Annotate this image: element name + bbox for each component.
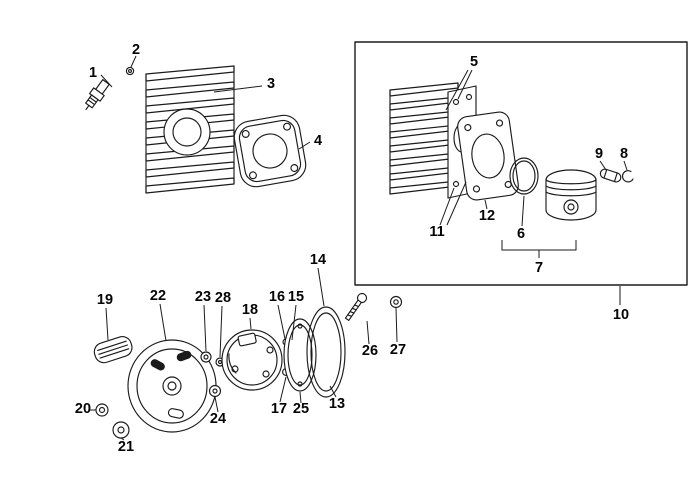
circlip	[621, 170, 634, 183]
callout-11: 11	[429, 224, 444, 240]
callout-19: 19	[97, 292, 113, 308]
screw	[344, 292, 368, 322]
washer-23	[200, 351, 212, 363]
callout-25: 25	[293, 401, 309, 417]
callout-2: 2	[132, 42, 140, 58]
washer-21	[112, 421, 130, 439]
callout-24: 24	[210, 411, 226, 427]
washer-20	[95, 403, 109, 417]
callout-10: 10	[613, 307, 629, 323]
cover-gasket	[306, 306, 346, 398]
callout-4: 4	[314, 133, 322, 149]
callout-14: 14	[310, 252, 326, 268]
callout-13: 13	[329, 396, 345, 412]
callout-8: 8	[620, 146, 628, 162]
callout-28: 28	[215, 290, 231, 306]
callout-27: 27	[390, 342, 406, 358]
callout-6: 6	[517, 226, 525, 242]
washer-24	[208, 384, 222, 398]
callout-3: 3	[267, 76, 275, 92]
inset-frame	[354, 41, 688, 286]
callout-16: 16	[269, 289, 285, 305]
callout-5: 5	[470, 54, 478, 70]
leader-lines	[90, 55, 628, 441]
callout-15: 15	[288, 289, 304, 305]
nut	[125, 66, 135, 76]
callout-21: 21	[118, 439, 134, 455]
callout-22: 22	[150, 288, 166, 304]
callout-20: 20	[75, 401, 91, 417]
cylinder-base-gasket	[457, 111, 519, 201]
callout-12: 12	[479, 208, 495, 224]
callout-9: 9	[595, 146, 603, 162]
head-gasket	[233, 114, 307, 188]
piston-pin	[599, 168, 622, 183]
callout-26: 26	[362, 343, 378, 359]
cylinder-head	[145, 65, 235, 194]
callout-18: 18	[242, 302, 258, 318]
spark-plug	[85, 79, 110, 111]
callout-23: 23	[195, 289, 211, 305]
bushing	[93, 336, 133, 364]
callout-17: 17	[271, 401, 287, 417]
piston	[545, 169, 597, 221]
callout-1: 1	[89, 65, 97, 81]
callout-7: 7	[535, 260, 543, 276]
stator-plate	[221, 329, 283, 391]
o-ring	[509, 157, 539, 195]
washer-27	[389, 295, 403, 309]
